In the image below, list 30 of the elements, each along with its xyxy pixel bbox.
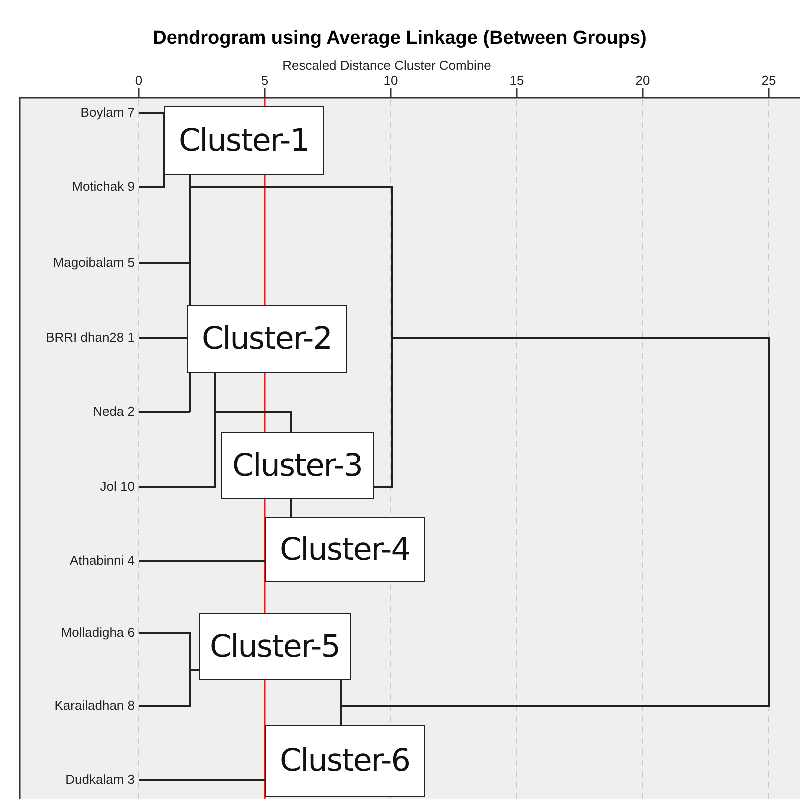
leaf-label: Neda 2 — [93, 404, 135, 419]
leaf-label: Magoibalam 5 — [53, 255, 135, 270]
tick-label: 0 — [135, 73, 143, 88]
tick-label: 15 — [510, 73, 524, 88]
cluster-box — [265, 517, 425, 582]
cluster-box — [221, 432, 374, 499]
cluster-box — [187, 305, 347, 373]
leaf-label: Jol 10 — [100, 479, 135, 494]
cluster-box — [164, 106, 324, 175]
leaf-label: Molladigha 6 — [61, 625, 135, 640]
leaf-label: Athabinni 4 — [70, 553, 135, 568]
tick-label: 10 — [384, 73, 398, 88]
axis-title: Rescaled Distance Cluster Combine — [282, 58, 492, 73]
cluster-box — [265, 725, 425, 797]
tick-label: 25 — [762, 73, 776, 88]
leaf-label: BRRI dhan28 1 — [46, 330, 135, 345]
chart-title: Dendrogram using Average Linkage (Between Groups) — [152, 28, 648, 50]
cluster-label: Cluster-2 — [202, 321, 332, 357]
leaf-label: Dudkalam 3 — [66, 772, 135, 787]
leaf-label: Karailadhan 8 — [54, 698, 135, 713]
cluster-box — [199, 613, 351, 680]
tick-label: 20 — [636, 73, 650, 88]
cluster-label: Cluster-4 — [280, 532, 410, 568]
tick-label: 5 — [261, 73, 269, 88]
leaf-label: Boylam 7 — [80, 105, 135, 120]
leaf-label: Motichak 9 — [72, 179, 135, 194]
cluster-label: Cluster-3 — [232, 448, 362, 484]
cluster-label: Cluster-5 — [210, 628, 340, 664]
cluster-label: Cluster-6 — [280, 743, 410, 779]
cluster-label: Cluster-1 — [179, 122, 309, 158]
